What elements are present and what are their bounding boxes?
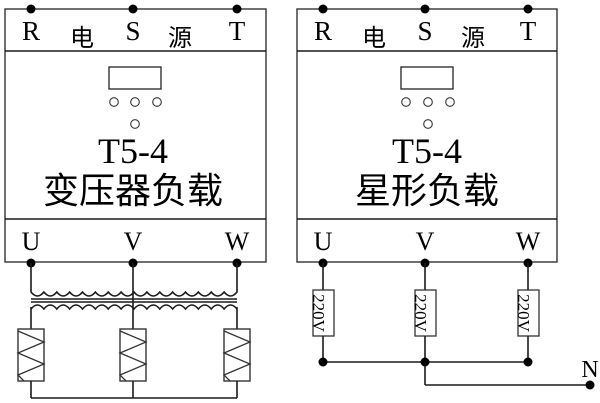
- button-led-1: [109, 97, 119, 107]
- display-screen: [400, 66, 454, 90]
- button-led-2: [423, 97, 433, 107]
- terminal-v-label: V: [416, 227, 435, 256]
- button-led-1: [401, 97, 411, 107]
- transformer-primary-winding: [30, 290, 238, 297]
- terminal-v-label: V: [124, 227, 143, 256]
- terminal-w-label: W: [225, 227, 250, 256]
- terminal-t-dot: [232, 4, 242, 14]
- load-type-label: 星形负载: [355, 171, 499, 212]
- star-load: 220V 220V 220V N: [309, 263, 599, 390]
- neutral-terminal-dot: [585, 380, 595, 390]
- star-node-3: [523, 357, 533, 367]
- terminal-r-dot: [26, 4, 36, 14]
- terminal-r-dot: [318, 4, 328, 14]
- terminal-r-label: R: [22, 16, 40, 46]
- terminal-s-dot: [420, 4, 430, 14]
- resistor-voltage-label: 220V: [514, 294, 533, 333]
- controller-left: R 电 S 源 T T5-4 变压器负载 U V W: [4, 4, 267, 268]
- heater-zigzag-icon: [222, 330, 252, 382]
- supply-label-char-1: 电: [362, 24, 386, 52]
- terminal-t-label: T: [520, 16, 537, 46]
- resistor-voltage-label: 220V: [411, 294, 430, 333]
- transformer-load: [16, 263, 252, 399]
- controller-right: R 电 S 源 T T5-4 星形负载 U V W: [296, 4, 558, 268]
- transformer-secondary-winding: [30, 304, 238, 311]
- heater-element: [118, 328, 148, 382]
- terminal-u-label: U: [22, 227, 41, 256]
- terminal-w-label: W: [516, 227, 541, 256]
- display-screen: [108, 66, 162, 90]
- terminal-r-label: R: [314, 16, 332, 46]
- button-led-2: [130, 97, 140, 107]
- button-led-3: [445, 97, 455, 107]
- heater-element: [16, 328, 46, 382]
- supply-label-char-1: 电: [70, 24, 94, 52]
- model-label: T5-4: [392, 131, 462, 171]
- terminal-u-label: U: [314, 227, 333, 256]
- star-node-1: [318, 357, 328, 367]
- star-node-2: [420, 357, 430, 367]
- resistor-2: 220V: [411, 289, 437, 337]
- terminal-s-label: S: [125, 16, 140, 46]
- terminal-t-label: T: [229, 16, 246, 46]
- terminal-t-dot: [523, 4, 533, 14]
- load-type-label: 变压器负载: [43, 171, 223, 212]
- button-led-4: [423, 119, 433, 129]
- heater-element: [222, 328, 252, 382]
- heater-zigzag-icon: [16, 330, 46, 382]
- model-label: T5-4: [98, 131, 168, 171]
- supply-label-char-2: 源: [461, 24, 485, 52]
- terminal-s-dot: [128, 4, 138, 14]
- resistor-3: 220V: [514, 289, 540, 337]
- heater-zigzag-icon: [118, 330, 148, 382]
- resistor-1: 220V: [309, 289, 335, 337]
- button-led-3: [152, 97, 162, 107]
- neutral-label: N: [581, 357, 598, 383]
- supply-label-char-2: 源: [168, 24, 192, 52]
- terminal-s-label: S: [417, 16, 432, 46]
- resistor-voltage-label: 220V: [309, 294, 328, 333]
- button-led-4: [130, 119, 140, 129]
